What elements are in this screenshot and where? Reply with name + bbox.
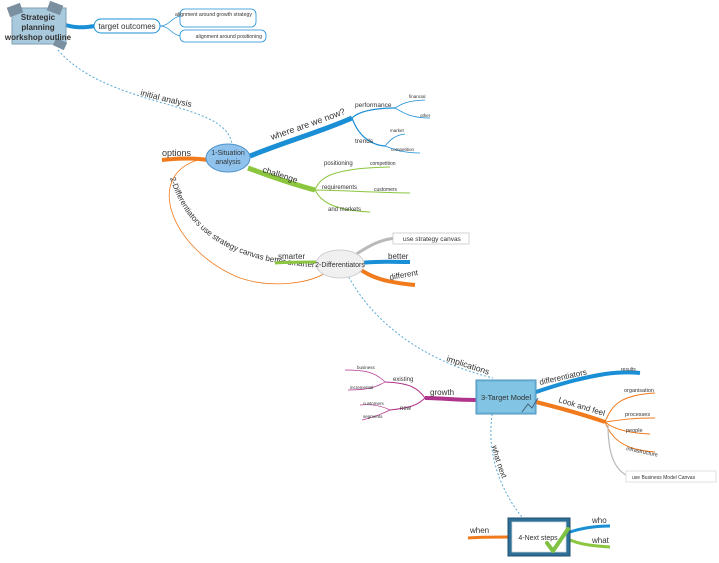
branch-better <box>359 259 411 265</box>
label-competition-challenge: competition <box>370 161 396 167</box>
branch-challenge <box>247 165 316 193</box>
label-other: other <box>420 113 431 118</box>
look-and-feel-subbranches <box>604 392 656 453</box>
label-new: new <box>400 406 412 412</box>
label-customers-new: customers <box>363 401 385 406</box>
branch-look-and-feel <box>535 400 606 424</box>
label-growth: growth <box>430 388 454 397</box>
label-when: when <box>469 526 489 535</box>
where-subbranches <box>351 107 396 147</box>
central-title-line-1: Strategic <box>21 13 56 22</box>
outcome-item-positioning: alignment around positioning <box>196 34 262 40</box>
label-infrastructure: infrastructure <box>626 446 659 459</box>
label-who: who <box>591 516 607 525</box>
situation-title-line-1: 1-Situation <box>211 150 245 157</box>
label-what-next: what next <box>490 444 509 481</box>
pushpin-icon <box>46 0 64 16</box>
label-trends: trends <box>355 138 374 145</box>
central-title-line-2: planning <box>21 23 54 32</box>
pushpin-icon <box>52 37 68 51</box>
performance-leaves <box>394 99 431 119</box>
differentiators-node[interactable] <box>315 249 365 279</box>
label-what: what <box>591 536 610 545</box>
differentiators-title: 2-Differentiators <box>315 262 365 269</box>
branch-where-are-we-now <box>249 115 354 159</box>
trends-leaves <box>384 133 421 154</box>
outcome-item-growth-box[interactable] <box>179 8 257 28</box>
note-bmc-box[interactable] <box>625 470 717 483</box>
branch-smarter <box>274 260 321 265</box>
checkmark-icon <box>545 527 570 553</box>
situation-analysis-node[interactable] <box>205 143 251 173</box>
next-steps-title: 4-Next steps <box>518 535 558 542</box>
branch-what <box>569 538 611 549</box>
target-outcomes-label: target outcomes <box>98 22 155 31</box>
target-model-title: 3-Target Model <box>481 393 531 402</box>
label-customers: customers <box>374 187 398 193</box>
label-and-markets: and markets <box>328 207 361 213</box>
note-bmc: use Business Model Canvas <box>632 475 696 481</box>
label-processes: processes <box>625 412 650 418</box>
label-better: better <box>388 252 409 261</box>
central-title-line-3: workshop outline <box>4 33 72 42</box>
outcome-item-positioning-box[interactable] <box>179 29 267 43</box>
pushpin-icon <box>6 2 24 18</box>
label-performance: performance <box>355 102 392 109</box>
label-business: business <box>357 365 376 370</box>
label-existing: existing <box>393 377 413 383</box>
connector-what-next <box>490 409 523 518</box>
outcome-item-growth: alignment around growth strategy <box>175 12 252 18</box>
label-financial: financial <box>409 94 426 99</box>
label-smarter: smarter <box>278 252 305 261</box>
challenge-subbranches <box>314 166 411 213</box>
branch-options <box>161 156 209 162</box>
label-competition-trend: competition <box>391 147 415 152</box>
target-outcomes-links <box>159 15 183 37</box>
branch-note-gray <box>354 236 396 257</box>
label-options: options <box>162 148 192 158</box>
branch-when <box>467 535 511 540</box>
label-incremental: incremental <box>350 385 373 390</box>
new-leaves <box>359 404 391 421</box>
label-organisation: organisation <box>624 388 654 394</box>
branch-tm-differentiators <box>535 370 641 394</box>
label-different: different <box>389 268 420 282</box>
label-results: results <box>621 367 636 373</box>
connector-implications <box>344 269 494 379</box>
branch-growth <box>424 396 477 402</box>
target-model-pattern <box>478 382 534 412</box>
branch-who <box>569 524 611 534</box>
label-people: people <box>626 428 643 434</box>
connector-initial-analysis <box>57 49 233 147</box>
note-strategy-canvas: use strategy canvas <box>403 236 462 243</box>
connector-differentiators-path <box>168 157 331 285</box>
label-segments: segments <box>363 414 383 419</box>
label-initial-analysis: initial analysis <box>139 87 192 109</box>
chart-icon <box>521 397 539 413</box>
existing-leaves <box>344 369 386 391</box>
label-positioning: positioning <box>324 161 353 167</box>
label-requirements: requirements <box>322 185 357 191</box>
note-strategy-canvas-box[interactable] <box>392 232 470 245</box>
label-implications: implications <box>445 353 490 376</box>
growth-subbranches <box>384 381 426 411</box>
label-market: market <box>390 128 405 133</box>
situation-title-line-2: analysis <box>215 159 241 166</box>
branch-bmc-note <box>607 424 629 477</box>
branch-target-outcomes-stem <box>61 22 96 30</box>
